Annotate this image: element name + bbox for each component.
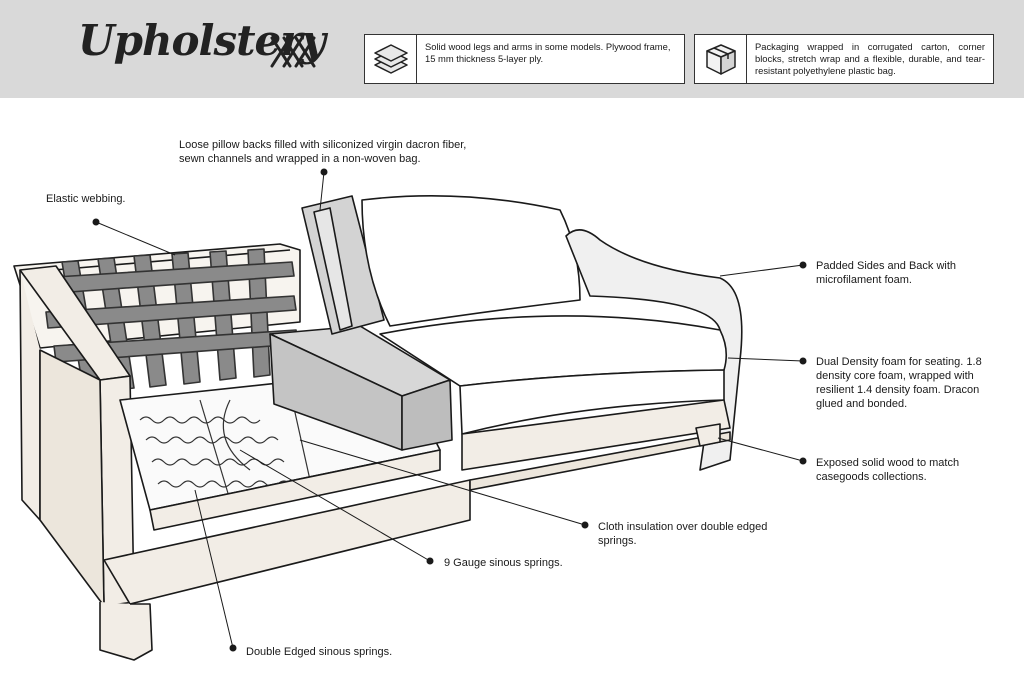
callout-elastic-webbing: Elastic webbing. — [46, 193, 126, 205]
header-banner: Upholstery Solid wood legs and arms in s… — [0, 0, 1024, 98]
callout-dots — [92, 168, 807, 652]
callout-exposed-wood: Exposed solid wood to match casegoods co… — [816, 457, 960, 483]
callout-padded-sides: Padded Sides and Back with microfilament… — [816, 260, 957, 286]
pillow-back-cushion — [361, 194, 581, 327]
info-box-packaging-text: Packaging wrapped in corrugated carton, … — [755, 41, 985, 76]
base-platform — [461, 399, 731, 471]
info-box-materials-text: Solid wood legs and arms in some models.… — [425, 41, 671, 64]
info-box-packaging: Packaging wrapped in corrugated carton, … — [694, 34, 994, 84]
callout-pillow-backs: Loose pillow backs filled with siliconiz… — [179, 139, 467, 165]
right-arm — [565, 229, 743, 471]
sinuous-springs — [139, 389, 311, 501]
sofa-cutaway-illustration — [13, 168, 807, 661]
info-box-materials: Solid wood legs and arms in some models.… — [364, 34, 685, 84]
base-rail-front — [103, 479, 471, 605]
callout-gauge-springs: 9 Gauge sinous springs. — [444, 557, 563, 569]
package-box-icon — [695, 35, 747, 83]
right-leg — [695, 423, 721, 447]
layers-icon — [365, 35, 417, 83]
callout-leader-lines — [95, 171, 804, 649]
callout-cloth-insulation: Cloth insulation over double edged sprin… — [598, 521, 768, 547]
foam-block-side — [401, 379, 453, 451]
callout-double-edged: Double Edged sinous springs. — [246, 646, 393, 658]
callout-dual-density: Dual Density foam for seating. 1.8 densi… — [816, 356, 982, 410]
logo-cross-icon — [270, 36, 316, 68]
